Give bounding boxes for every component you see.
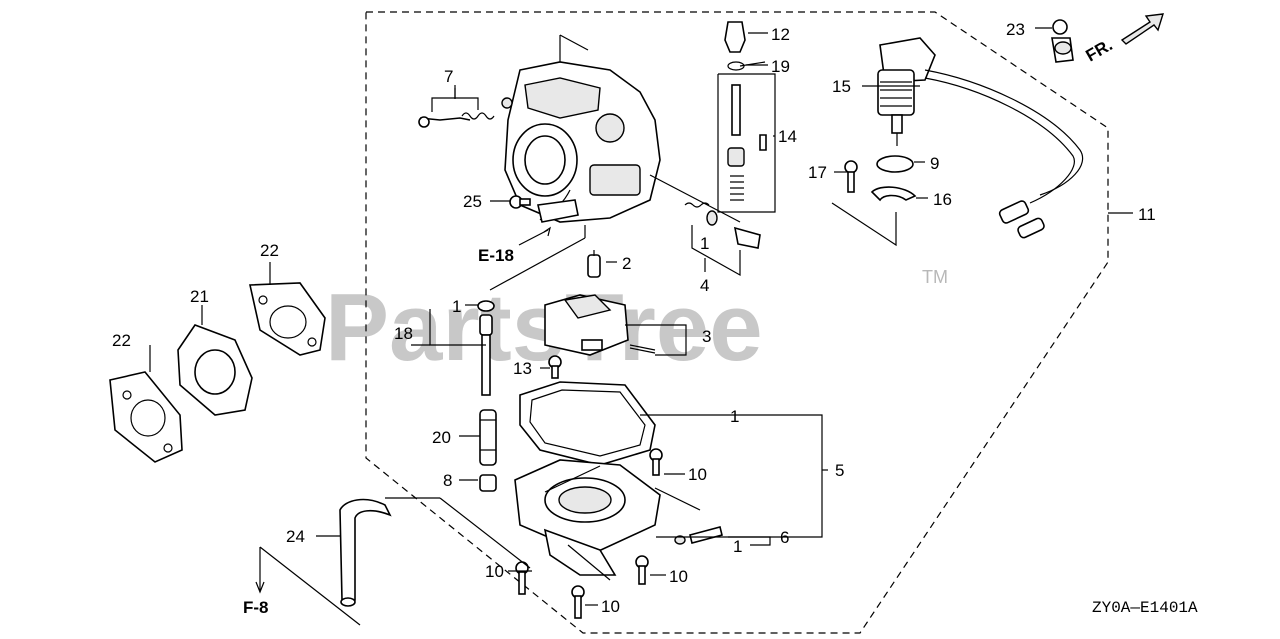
part-6-drain-screw: [674, 526, 723, 545]
assembly-boundary: [365, 11, 1109, 634]
callout-4: 4: [700, 276, 709, 295]
callout-7: 7: [444, 67, 453, 86]
part-17-screw: [844, 160, 858, 193]
callout-21: 21: [190, 287, 209, 306]
callout-11: 11: [1138, 205, 1156, 224]
callout-10c: 10: [669, 567, 688, 586]
front-marker: FR.: [1083, 35, 1116, 65]
callout-2: 2: [622, 254, 631, 273]
callout-24: 24: [286, 527, 305, 546]
part-2-main-jet: [587, 250, 601, 278]
callout-23: 23: [1006, 20, 1025, 39]
part-5-float-chamber: [514, 459, 661, 581]
callout-16: 16: [933, 190, 952, 209]
part-1-float-gasket: [519, 381, 656, 466]
part-12-19-14-needle-assembly: [717, 21, 776, 213]
part-9-o-ring: [876, 155, 914, 173]
callout-14: 14: [778, 127, 797, 146]
part-4-pilot-screw: [684, 202, 761, 277]
callout-labels: 7 25 E-18 2 1 4 12 19 14 15 9 17 16 11 2…: [112, 20, 1198, 617]
callout-6: 6: [780, 528, 789, 547]
ref-f8: F-8: [243, 598, 269, 617]
ref-e18: E-18: [478, 246, 514, 265]
callout-1a: 1: [700, 234, 709, 253]
callout-3: 3: [702, 327, 711, 346]
callout-10b: 10: [485, 562, 504, 581]
part-23-clip: [1051, 19, 1074, 63]
part-22-gasket-upper: [249, 282, 326, 356]
diagram-code: ZY0A—E1401A: [1092, 599, 1198, 617]
part-24-drain-tube: [339, 498, 392, 607]
callout-20: 20: [432, 428, 451, 447]
callout-10d: 10: [601, 597, 620, 616]
callout-8: 8: [443, 471, 452, 490]
part-16-bracket: [870, 186, 917, 202]
callout-22b: 22: [112, 331, 131, 350]
carburetor-body: [504, 34, 661, 223]
callout-12: 12: [771, 25, 790, 44]
callout-17: 17: [808, 163, 827, 182]
callout-18: 18: [394, 324, 413, 343]
watermark-text: PartsTree: [325, 274, 763, 381]
part-22-gasket-lower: [109, 371, 183, 463]
part-15-solenoid: [877, 37, 1084, 239]
part-3-float: [544, 294, 687, 356]
callout-13: 13: [513, 359, 532, 378]
callout-15: 15: [832, 77, 851, 96]
part-20-needle-jet: [479, 409, 497, 466]
leader-lines: [149, 27, 1133, 626]
part-13-screw: [548, 355, 562, 379]
callout-5: 5: [835, 461, 844, 480]
part-7-screw-spring: [418, 85, 513, 128]
part-10-screws: [515, 448, 663, 619]
callout-1d: 1: [733, 537, 742, 556]
callout-1c: 1: [730, 407, 739, 426]
part-21-insulator: [177, 324, 253, 416]
callout-10a: 10: [688, 465, 707, 484]
callout-1b: 1: [452, 297, 461, 316]
callout-9: 9: [930, 154, 939, 173]
callout-19: 19: [771, 57, 790, 76]
trademark-text: TM: [922, 267, 948, 287]
leader-16-17: [831, 202, 897, 247]
front-direction-arrow: [1120, 13, 1164, 45]
callout-25: 25: [463, 192, 482, 211]
part-25-screw: [509, 195, 531, 209]
callout-22a: 22: [260, 241, 279, 260]
part-8-jet: [479, 474, 497, 492]
